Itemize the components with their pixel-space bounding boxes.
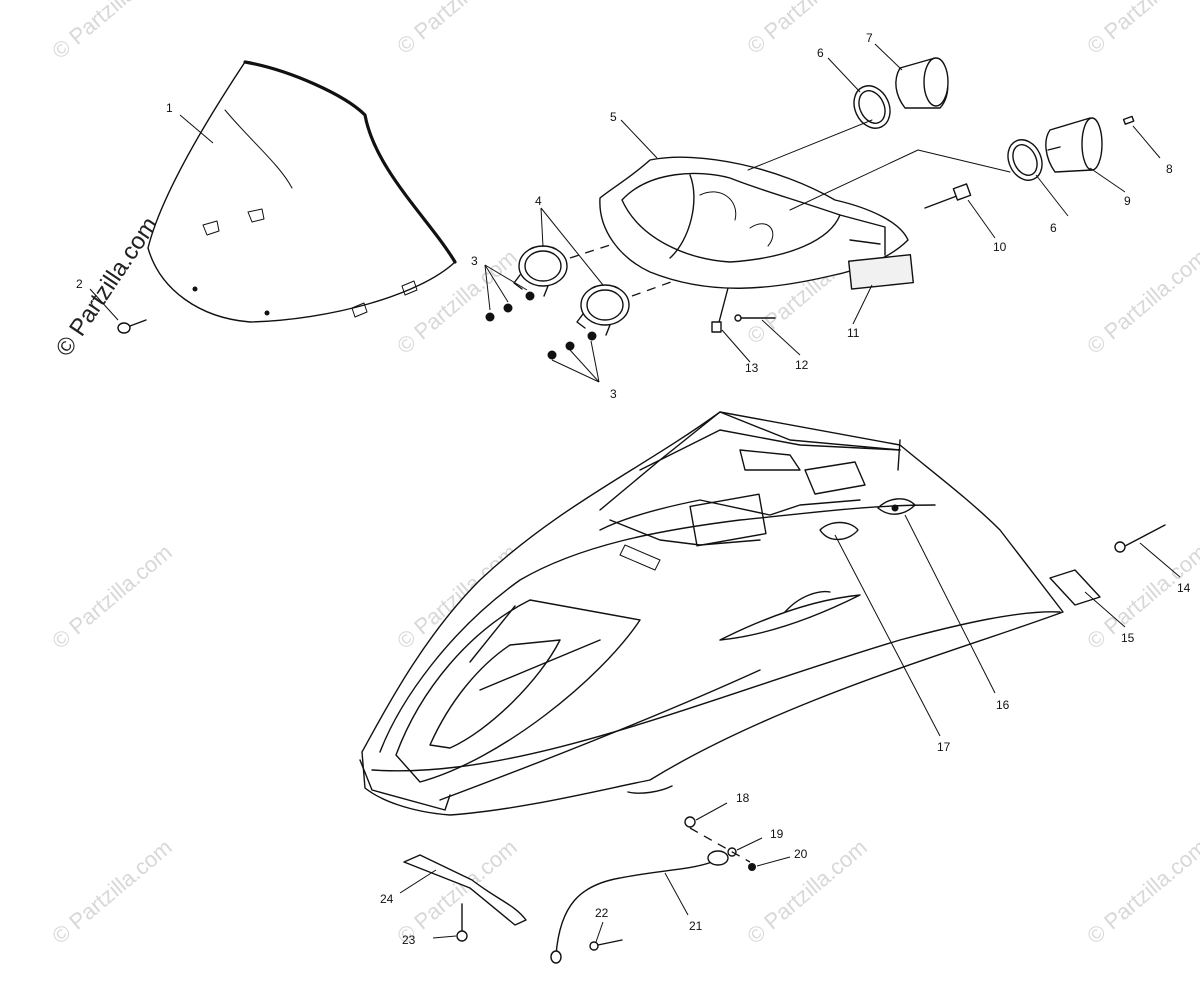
callout-21: 21 — [689, 919, 703, 933]
gauge-9 — [1045, 117, 1103, 173]
callout-13: 13 — [745, 361, 759, 375]
dash-console — [599, 156, 914, 290]
watermark: © Partzilla.com — [47, 539, 177, 653]
callout-22: 22 — [595, 906, 609, 920]
windshield — [147, 60, 457, 323]
fastener-18 — [684, 816, 696, 828]
callout-6-upper: 6 — [817, 46, 824, 60]
callout-14: 14 — [1177, 581, 1191, 595]
callout-16: 16 — [996, 698, 1010, 712]
watermark: © Partzilla.com — [47, 834, 177, 948]
bulb-8 — [1122, 115, 1135, 125]
nut-set-lower — [547, 331, 597, 360]
nut-20 — [748, 863, 756, 871]
watermark-dark: © Partzilla.com — [51, 212, 164, 361]
callout-3-lower: 3 — [610, 387, 617, 401]
callout-12: 12 — [795, 358, 809, 372]
cable-21 — [550, 850, 729, 964]
watermark: © Partzilla.com — [47, 0, 177, 64]
clip-22 — [589, 939, 623, 951]
callout-1: 1 — [166, 101, 173, 115]
hood — [359, 411, 1064, 816]
bolt-12 — [734, 314, 776, 322]
callout-20: 20 — [794, 847, 808, 861]
callout-9: 9 — [1124, 194, 1131, 208]
gauge-bezel-upper — [853, 85, 891, 129]
callout-19: 19 — [770, 827, 784, 841]
screw-2 — [117, 319, 147, 334]
bolt-14 — [1114, 524, 1166, 553]
callout-11: 11 — [847, 326, 860, 340]
watermark: © Partzilla.com — [392, 834, 522, 948]
washer-19 — [727, 847, 737, 857]
plate-15 — [1049, 569, 1101, 606]
callout-7: 7 — [866, 31, 873, 45]
callout-23: 23 — [402, 933, 416, 947]
switch-10 — [924, 183, 972, 209]
callout-10: 10 — [993, 240, 1007, 254]
callout-8: 8 — [1166, 162, 1173, 176]
callout-18: 18 — [736, 791, 750, 805]
screw-23 — [456, 903, 468, 942]
gauge-bezel-lower — [1007, 139, 1043, 181]
callout-24: 24 — [380, 892, 394, 906]
watermark: © Partzilla.com — [742, 0, 872, 59]
leader-lines — [89, 43, 1181, 943]
callout-6-lower: 6 — [1050, 221, 1057, 235]
headlight-bracket-upper — [513, 245, 568, 297]
callout-3-upper: 3 — [471, 254, 478, 268]
watermark: © Partzilla.com — [1082, 834, 1200, 948]
callout-17: 17 — [937, 740, 951, 754]
callout-2: 2 — [76, 277, 83, 291]
connector-13 — [711, 287, 729, 333]
flap-24 — [403, 854, 527, 926]
watermark: © Partzilla.com — [1082, 244, 1200, 358]
callout-5: 5 — [610, 110, 617, 124]
gauge-housing-7 — [895, 57, 949, 109]
headlight-bracket-lower — [576, 284, 630, 336]
nut-set-upper — [485, 291, 535, 322]
callout-15: 15 — [1121, 631, 1135, 645]
watermark: © Partzilla.com — [392, 0, 522, 59]
watermark: © Partzilla.com — [1082, 0, 1200, 59]
callout-labels: 1 2 3 3 4 5 6 6 7 8 9 10 11 12 13 14 15 … — [76, 31, 1191, 947]
callout-4: 4 — [535, 194, 542, 208]
